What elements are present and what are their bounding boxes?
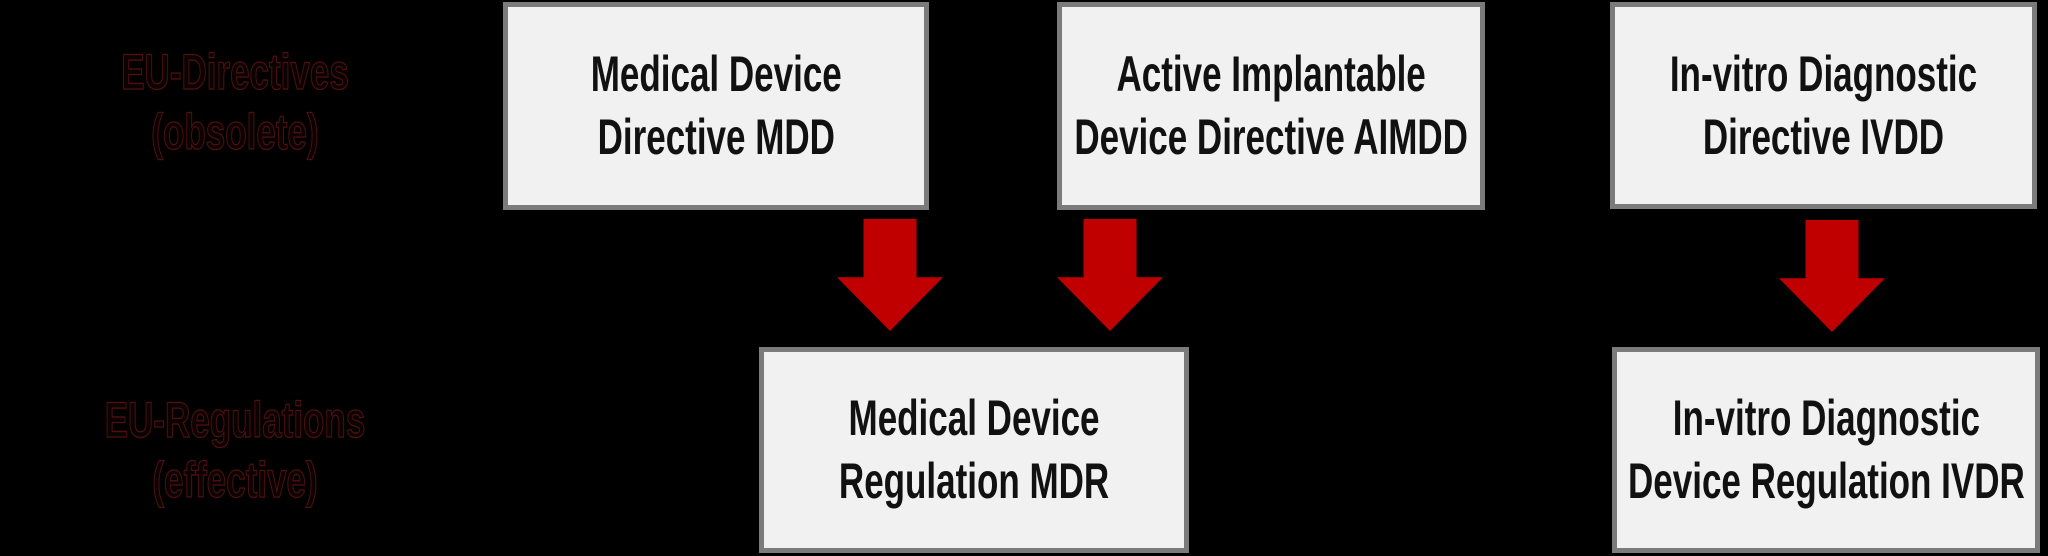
box-ivdr-line2: Device Regulation IVDR bbox=[1627, 453, 2025, 509]
box-mdr-line1: Medical Device bbox=[848, 390, 1100, 446]
box-ivdr: In-vitro Diagnostic Device Regulation IV… bbox=[1612, 347, 2040, 553]
box-mdd-line1: Medical Device bbox=[590, 46, 842, 102]
label-eu-directives-line1: EU-Directives bbox=[121, 43, 350, 100]
box-mdr-text: Medical Device Regulation MDR bbox=[839, 387, 1109, 513]
label-eu-regulations: EU-Regulations (effective) bbox=[95, 390, 375, 510]
label-eu-directives-line2: (obsolete) bbox=[151, 103, 319, 160]
box-mdd: Medical Device Directive MDD bbox=[503, 2, 929, 210]
box-ivdd-line2: Directive IVDD bbox=[1702, 108, 1945, 165]
label-eu-regulations-line2: (effective) bbox=[152, 451, 318, 508]
box-mdd-text: Medical Device Directive MDD bbox=[591, 43, 842, 169]
box-mdr-line2: Regulation MDR bbox=[838, 453, 1110, 509]
box-ivdd: In-vitro Diagnostic Directive IVDD bbox=[1610, 2, 2037, 209]
box-ivdd-text: In-vitro Diagnostic Directive IVDD bbox=[1670, 43, 1977, 169]
box-aimdd-line2: Device Directive AIMDD bbox=[1074, 109, 1468, 165]
label-eu-directives: EU-Directives (obsolete) bbox=[95, 42, 375, 162]
box-mdd-line2: Directive MDD bbox=[597, 109, 835, 165]
down-arrow-ivdd-to-ivdr bbox=[1779, 220, 1885, 332]
box-aimdd: Active Implantable Device Directive AIMD… bbox=[1057, 2, 1485, 210]
box-ivdr-line1: In-vitro Diagnostic bbox=[1672, 390, 1980, 446]
down-arrow-mdd-to-mdr bbox=[837, 219, 943, 331]
box-mdr: Medical Device Regulation MDR bbox=[759, 347, 1189, 553]
label-eu-regulations-line1: EU-Regulations bbox=[104, 391, 366, 448]
box-aimdd-text: Active Implantable Device Directive AIMD… bbox=[1074, 43, 1468, 169]
box-ivdr-text: In-vitro Diagnostic Device Regulation IV… bbox=[1628, 387, 2025, 513]
box-ivdd-line1: In-vitro Diagnostic bbox=[1669, 45, 1978, 102]
box-aimdd-line1: Active Implantable bbox=[1116, 46, 1426, 102]
down-arrow-aimdd-to-mdr bbox=[1057, 219, 1163, 331]
